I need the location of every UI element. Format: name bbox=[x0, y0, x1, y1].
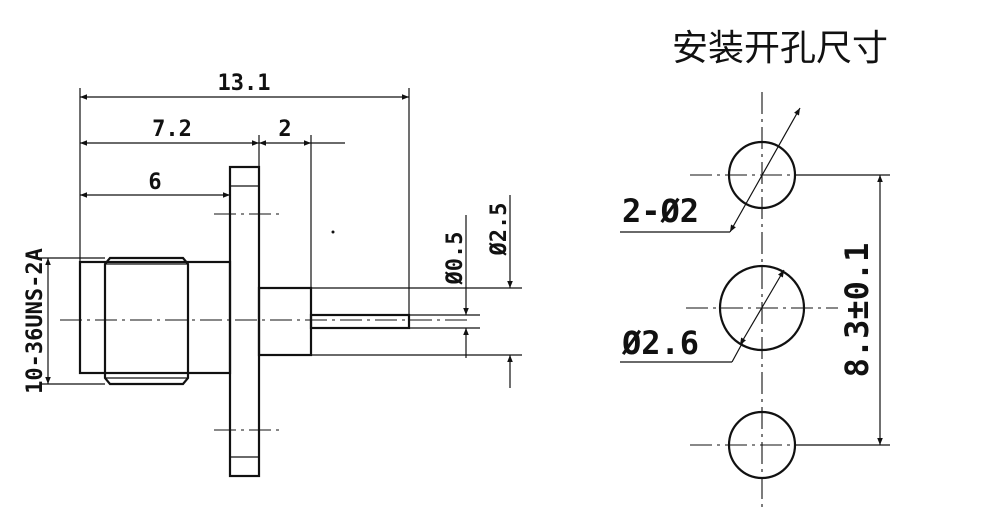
dim-center-hole: Ø2.6 bbox=[621, 324, 699, 362]
rear-body bbox=[78, 260, 232, 375]
dim-body-length: 6 bbox=[148, 170, 161, 195]
cutout-title: 安装开孔尺寸 bbox=[672, 28, 888, 69]
insulator bbox=[257, 286, 313, 357]
dim-hole-spacing: 8.3±0.1 bbox=[838, 243, 876, 378]
dim-total-length: 13.1 bbox=[218, 71, 271, 96]
side-view: 13.1 7.2 2 6 10-36UNS-2A Ø0.5 Ø2.5 bbox=[23, 71, 522, 478]
thread-nut bbox=[103, 256, 190, 386]
dim-insulator-diameter: Ø2.5 bbox=[487, 203, 512, 257]
thread-spec: 10-36UNS-2A bbox=[23, 248, 48, 394]
dim-flange-position: 7.2 bbox=[152, 117, 192, 142]
center-hole bbox=[718, 264, 806, 352]
center-pin bbox=[309, 313, 411, 330]
dim-pin-length: 2 bbox=[278, 117, 291, 142]
panel-cutout: 2-Ø2 Ø2.6 8.3±0.1 bbox=[620, 92, 890, 512]
dim-mount-holes: 2-Ø2 bbox=[622, 192, 699, 230]
dim-pin-diameter: Ø0.5 bbox=[443, 232, 468, 286]
